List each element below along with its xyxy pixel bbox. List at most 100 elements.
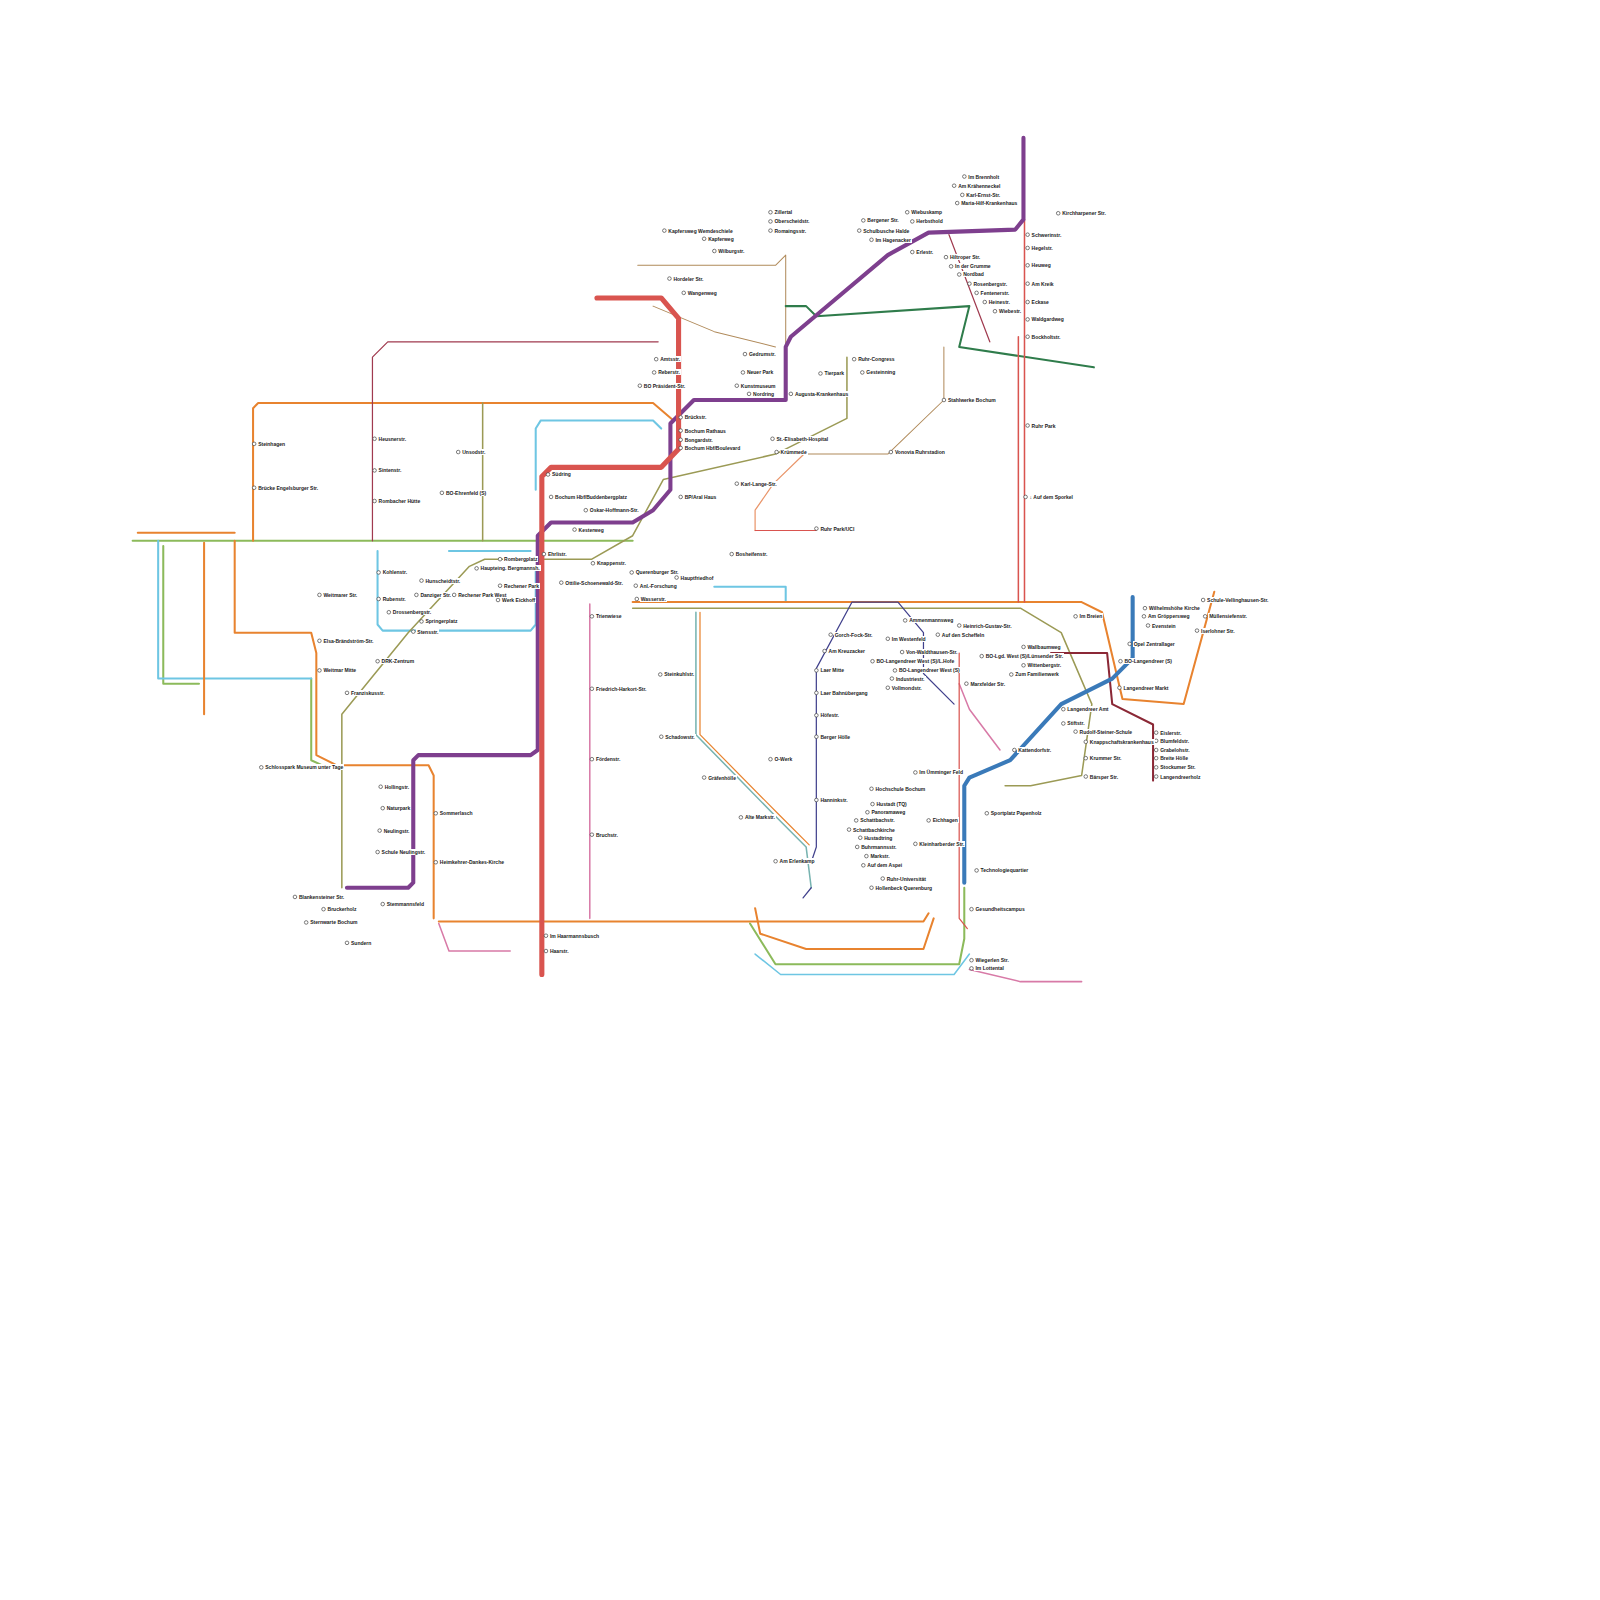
station-label: Tierpark (823, 370, 845, 376)
station-label: Hauptfriedhof (680, 575, 715, 581)
station-label: Trienwiese (595, 613, 623, 619)
station-label: Wilhelmshöhe Kirche (1148, 605, 1201, 611)
station-marker (412, 630, 416, 634)
route-line (342, 357, 847, 888)
station-label: Panoramaweg (870, 809, 906, 815)
station-marker (1009, 673, 1013, 677)
station-marker (889, 450, 893, 454)
station-label: Gräfenhölle (707, 775, 737, 781)
station-marker (496, 598, 500, 602)
station-marker (591, 561, 595, 565)
station-label: Kirchharpener Str. (1061, 210, 1107, 216)
station-label: Eislerstr. (1159, 730, 1182, 736)
station-label: Marxfelder Str. (969, 681, 1006, 687)
station-label: Hollenbeck Querenburg (874, 885, 933, 891)
route-line (696, 612, 811, 888)
station-label: Kapfersweg Wemdeschiele (667, 228, 733, 234)
station-label: Springerplatz (424, 618, 458, 624)
station-marker (1074, 730, 1078, 734)
station-marker (886, 686, 890, 690)
station-marker (702, 776, 706, 780)
station-label: Franziskusstr. (350, 690, 386, 696)
station-label: Heimkehrer-Dankes-Kirche (439, 859, 505, 865)
station-marker (434, 811, 438, 815)
station-marker (965, 682, 969, 686)
route-line (536, 420, 662, 489)
station-label: Rubenstr. (382, 596, 407, 602)
station-label: Wiebestr. (998, 308, 1022, 314)
route-line (633, 608, 1092, 786)
route-line (755, 908, 934, 949)
station-marker (870, 886, 874, 890)
station-marker (322, 907, 326, 911)
station-marker (963, 175, 967, 179)
station-marker (679, 429, 683, 433)
station-marker (590, 615, 594, 619)
station-marker (318, 593, 322, 597)
station-marker (381, 902, 385, 906)
station-label: Grabelohstr. (1159, 747, 1190, 753)
station-marker (679, 446, 683, 450)
station-marker (378, 829, 382, 833)
station-label: Heusnerstr. (378, 436, 408, 442)
station-marker (377, 571, 381, 575)
station-marker (1146, 624, 1150, 628)
station-marker (1022, 664, 1026, 668)
station-marker (771, 437, 775, 441)
station-marker (983, 300, 987, 304)
station-label: Kleinharberder Str. (918, 841, 965, 847)
station-label: Herbsthold (915, 218, 943, 224)
station-marker (914, 842, 918, 846)
station-label: Wasserstr. (640, 596, 667, 602)
station-label: Sommerlasch (439, 810, 474, 816)
station-label: Ruhr Park/UCI (819, 526, 855, 532)
station-marker (1154, 739, 1158, 743)
station-marker (440, 491, 444, 495)
station-label: Langendreer Amt (1066, 706, 1109, 712)
station-label: Knappschaftskrankenhaus (1089, 739, 1155, 745)
station-label: Steinhagen (257, 441, 286, 447)
station-marker (1026, 233, 1030, 237)
station-label: Ruhr-Congress (857, 356, 895, 362)
station-label: Schattbachkirche (852, 827, 896, 833)
station-label: Wiebuskamp (910, 209, 943, 215)
station-label: Brücke Engelsburger Str. (257, 485, 319, 491)
route-line (439, 913, 929, 921)
station-marker (1143, 606, 1147, 610)
station-marker (381, 806, 385, 810)
station-marker (345, 691, 349, 695)
station-marker (774, 859, 778, 863)
route-line (949, 235, 990, 342)
station-label: Waldgardweg (1031, 316, 1065, 322)
station-label: Karl-Ernst-Str. (965, 192, 1001, 198)
station-label: Bockholtstr. (1031, 334, 1062, 340)
station-label: Breite Hölle (1159, 755, 1189, 761)
station-label: DRK-Zentrum (381, 658, 416, 664)
station-label: Buhrmannsstr. (860, 844, 897, 850)
route-line (439, 923, 510, 951)
station-label: Im Lottental (974, 965, 1004, 971)
station-label: Gorch-Fock-Str. (834, 632, 874, 638)
station-label: Drossenbergstr. (392, 609, 432, 615)
station-label: Industriestr. (895, 676, 926, 682)
station-marker (1154, 731, 1158, 735)
station-marker (379, 785, 383, 789)
station-label: Hunscheidtstr. (424, 578, 461, 584)
station-marker (1026, 264, 1030, 268)
station-marker (858, 836, 862, 840)
station-label: Heuweg (1031, 262, 1052, 268)
station-label: Im Haarmannsbusch (549, 933, 600, 939)
station-label: Bruchstr. (595, 832, 619, 838)
station-marker (1026, 335, 1030, 339)
station-marker (955, 201, 959, 205)
station-marker (855, 845, 859, 849)
station-label: BO-Langendreer West (S)/L.Hofe (876, 658, 956, 664)
route-line (542, 298, 679, 975)
station-label: Auf dem Aspei (866, 862, 903, 868)
station-marker (735, 384, 739, 388)
station-marker (914, 771, 918, 775)
station-label: Ehrlistr. (547, 551, 568, 557)
station-label: Am Kreik (1031, 281, 1055, 287)
station-marker (1142, 615, 1146, 619)
station-marker (1026, 282, 1030, 286)
